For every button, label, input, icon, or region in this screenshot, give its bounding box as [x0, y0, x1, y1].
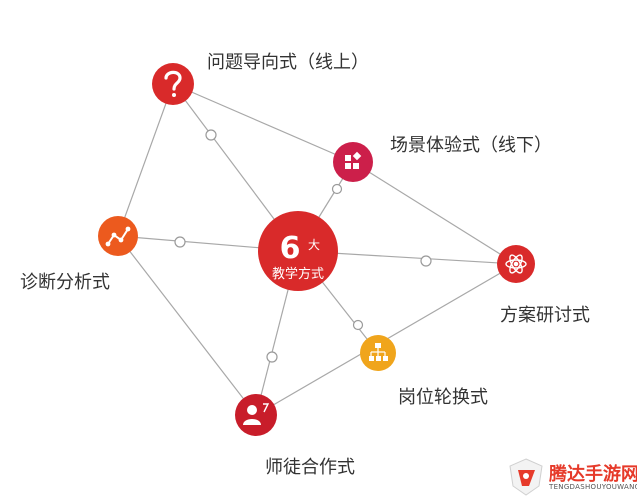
connector-dot [205, 129, 217, 141]
connection-lines [117, 83, 517, 416]
node-rotation [360, 335, 396, 371]
label-mentor: 师徒合作式 [265, 457, 355, 478]
center-superscript: 大 [308, 238, 320, 252]
label-scene: 场景体验式（线下） [390, 135, 552, 156]
edge-problem-scene [172, 83, 354, 163]
center-number: 6 [280, 231, 301, 266]
node-case [497, 245, 535, 283]
watermark-subtitle: TENGDASHOUYOUWANG [549, 483, 637, 491]
label-rotation: 岗位轮换式 [398, 387, 488, 408]
node-problem [152, 63, 194, 105]
atom-icon [505, 254, 527, 274]
node-scene [333, 142, 373, 182]
node-mentor [235, 394, 277, 436]
grid-blocks-icon [345, 151, 362, 169]
connector-dot [174, 236, 186, 248]
center-subtitle: 教学方式 [272, 266, 324, 282]
connector-dot [331, 183, 343, 195]
connector-dot [420, 255, 432, 267]
label-problem: 问题导向式（线上） [207, 52, 369, 73]
connector-dot [352, 319, 364, 331]
line-chart-icon [105, 226, 131, 247]
connector-dot [266, 351, 278, 363]
watermark-title: 腾达手游网 [549, 464, 637, 485]
edge-scene-case [352, 161, 517, 265]
label-diagnose: 诊断分析式 [20, 272, 110, 293]
center-node: 6 大 教学方式 [258, 211, 338, 291]
watermark-logo: 腾达手游网 TENGDASHOUYOUWANG [505, 456, 637, 498]
label-case: 方案研讨式 [500, 305, 590, 326]
edge-problem-diagnose [117, 83, 174, 237]
mentor-person-icon [243, 403, 270, 425]
org-chart-icon [369, 343, 388, 361]
watermark-shield-icon [509, 458, 543, 496]
question-mark-icon [164, 70, 182, 97]
node-diagnose [98, 216, 138, 256]
connector-dots [174, 129, 432, 363]
edge-diagnose-mentor [117, 235, 257, 416]
